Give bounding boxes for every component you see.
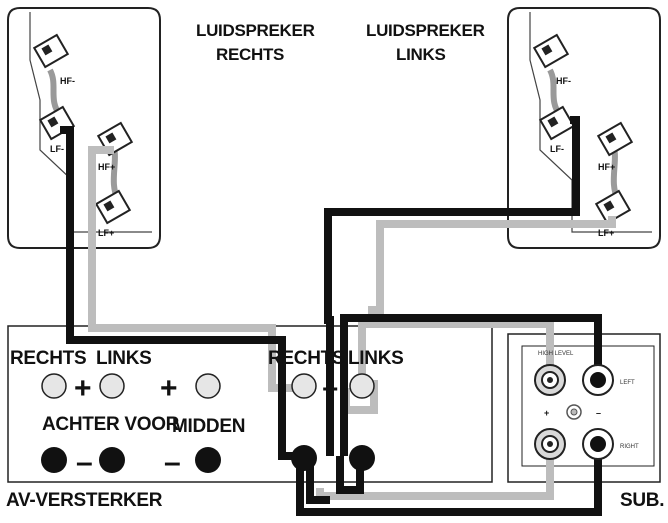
sub-name: SUB. xyxy=(620,490,664,511)
label-hf-minus-r: HF- xyxy=(60,76,75,86)
amp-name: AV-VERSTERKER xyxy=(6,490,163,511)
speaker-right-cabinet xyxy=(7,7,161,249)
wire-grey-to-sub-left xyxy=(358,320,554,384)
sub-terminals xyxy=(534,364,614,460)
amp-center-label-rechts: RECHTS xyxy=(268,348,344,369)
speaker-left-cabinet xyxy=(507,7,661,249)
terminal-hf-minus-r xyxy=(32,33,70,69)
speaker-right-terminals xyxy=(32,33,134,225)
heading-speaker-right-line1: LUIDSPREKER xyxy=(196,21,315,40)
amp-achter-minus-terminal xyxy=(41,447,67,473)
amp-midden-minus-terminal xyxy=(195,447,221,473)
sub-panel-title: HIGH LEVEL xyxy=(538,351,574,357)
label-lf-minus-l: LF- xyxy=(550,144,564,154)
heading-speaker-left-line2: LINKS xyxy=(396,45,446,64)
terminal-lf-minus-l xyxy=(538,105,576,141)
amplifier-body xyxy=(7,325,493,483)
wire-black-to-sub-left xyxy=(340,314,602,456)
amp-center-rechts-minus-terminal xyxy=(291,445,317,471)
speaker-left-inner-outline xyxy=(529,12,652,233)
sub-label-right: RIGHT xyxy=(620,444,639,450)
amp-center-links-minus-terminal xyxy=(349,445,375,471)
wire-black-left-speaker xyxy=(324,116,580,456)
amp-center-links-plus-terminal xyxy=(349,373,375,399)
amp-center-group-terminals xyxy=(291,373,375,471)
sub-minus-sign: – xyxy=(596,408,601,418)
amp-midden-plus-terminal xyxy=(195,373,221,399)
amp-plus-sign-1: + xyxy=(74,372,92,405)
wire-black-to-sub-right xyxy=(296,444,602,516)
wire-grey-left-speaker xyxy=(368,216,616,314)
label-lf-minus-r: LF- xyxy=(50,144,64,154)
label-hf-plus-l: HF+ xyxy=(598,162,615,172)
label-hf-minus-l: HF- xyxy=(556,76,571,86)
amp-rechts-plus-terminal xyxy=(41,373,67,399)
wire-grey-to-sub-right xyxy=(316,444,554,500)
amp-label-achter-voor: ACHTER VOOR xyxy=(42,414,180,435)
wire-black-right-speaker xyxy=(60,126,300,460)
heading-speaker-left-line1: LUIDSPREKER xyxy=(366,21,485,40)
amp-label-rechts: RECHTS xyxy=(10,348,86,369)
amp-label-midden: MIDDEN xyxy=(172,416,245,437)
black-wires xyxy=(60,116,602,516)
heading-speaker-right-line2: RECHTS xyxy=(216,45,284,64)
sub-label-left: LEFT xyxy=(620,380,635,386)
terminal-hf-minus-l xyxy=(532,33,570,69)
terminal-hf-plus-l xyxy=(596,121,634,157)
amp-label-links: LINKS xyxy=(96,348,152,369)
amp-plus-sign-3: + xyxy=(322,373,338,404)
wire-black-loop-bottom xyxy=(336,456,364,494)
amp-minus-sign-2: – xyxy=(164,446,181,479)
grey-wires xyxy=(88,146,616,500)
label-lf-plus-r: LF+ xyxy=(98,228,114,238)
wire-black-center-down xyxy=(306,456,330,504)
terminal-lf-plus-l xyxy=(594,189,632,225)
amp-links-plus-terminal xyxy=(99,373,125,399)
amp-left-group-terminals xyxy=(41,373,221,473)
amp-center-label-links: LINKS xyxy=(348,348,404,369)
terminal-lf-plus-r xyxy=(94,189,132,225)
amp-plus-sign-2: + xyxy=(160,372,178,405)
amp-center-rechts-plus-terminal xyxy=(291,373,317,399)
amp-minus-sign-1: – xyxy=(76,446,93,479)
label-lf-plus-l: LF+ xyxy=(598,228,614,238)
speaker-left-terminals xyxy=(532,33,634,225)
wire-grey-right-speaker xyxy=(88,146,300,392)
amp-voor-minus-terminal xyxy=(99,447,125,473)
label-hf-plus-r: HF+ xyxy=(98,162,115,172)
sub-plus-sign: + xyxy=(544,408,549,418)
